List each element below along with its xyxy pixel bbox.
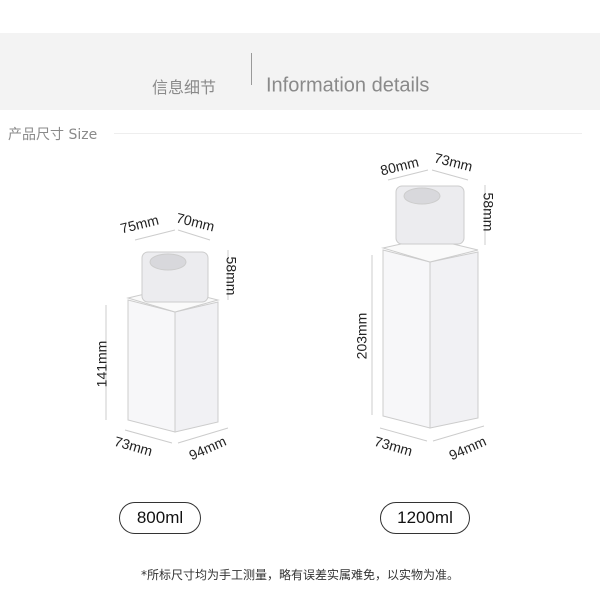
header-band: 信息细节 Information details xyxy=(0,33,600,110)
dim-cap-height: 58mm xyxy=(480,192,497,232)
dim-cap-height: 58mm xyxy=(223,256,240,296)
footnote: *所标尺寸均为手工测量，略有误差实属难免，以实物为准。 xyxy=(140,568,459,582)
dim-body-height: 203mm xyxy=(353,312,370,360)
header-title-cn: 信息细节 xyxy=(152,78,217,97)
capacity-badge-800ml: 800ml xyxy=(119,502,201,534)
bottle-1200ml xyxy=(371,169,486,442)
section-label: 产品尺寸 Size xyxy=(8,127,98,143)
section-rule xyxy=(114,133,582,134)
bottle-800ml xyxy=(105,229,229,444)
capacity-badge-1200ml: 1200ml xyxy=(380,502,470,534)
header-title-en: Information details xyxy=(266,74,430,97)
header-divider xyxy=(251,53,252,85)
dim-body-height: 141mm xyxy=(93,340,110,388)
